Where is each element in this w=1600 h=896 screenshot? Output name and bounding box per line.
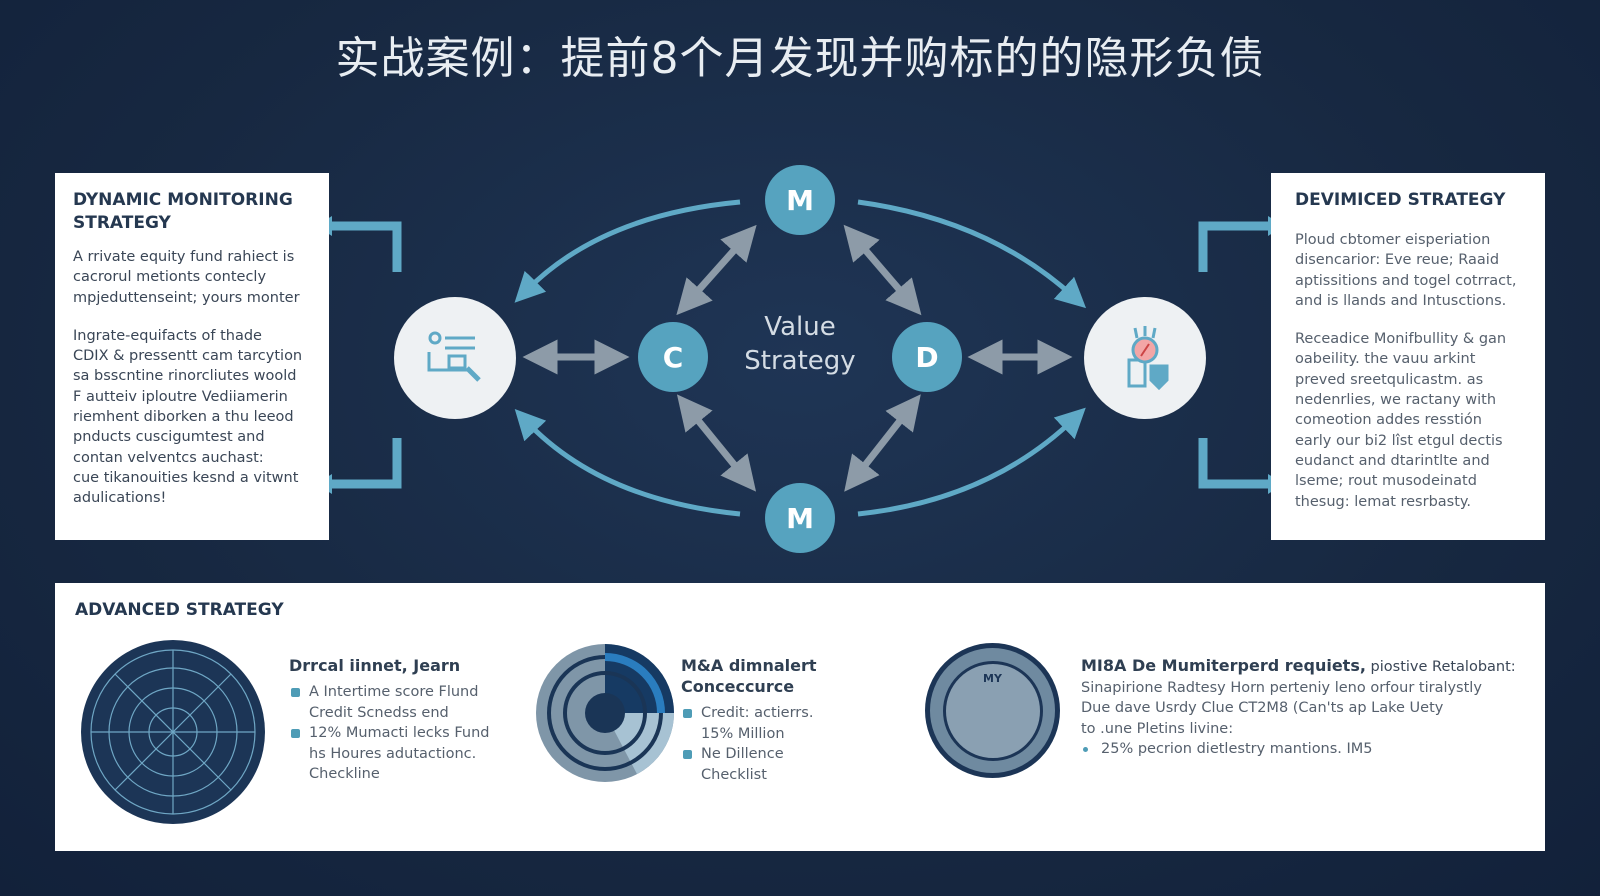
bracket-left: [330, 221, 402, 489]
page-title: 实战案例：提前8个月发现并购标的的隐形负债: [335, 33, 1265, 84]
advanced-item-1: Drrcal iinnet, Jearn A Intertime score F…: [289, 655, 489, 785]
arrow-m-to-left: [514, 199, 741, 303]
arrow-m-d: [843, 224, 922, 316]
devimiced-strategy-panel: DEVIMICED STRATEGY Ploud cbtomer eisperi…: [1271, 173, 1545, 540]
arrow-bottom-to-right: [857, 407, 1086, 517]
panel-text: Ploud cbtomer eisperiation disencarior: …: [1295, 232, 1517, 309]
node-d[interactable]: D: [892, 322, 962, 392]
arrow-d-bottom: [844, 394, 921, 492]
shield-bug-icon: [1127, 326, 1169, 390]
bullet: Credit: actierrs. 15% Million: [681, 703, 817, 744]
panel-text: Ingrate-equifacts of thade CDIX & presse…: [73, 327, 303, 507]
advanced-item-3: MI8A De Mumiterperd requiets, piostive R…: [1081, 655, 1531, 759]
center-label: Value Strategy: [720, 310, 880, 378]
node-c[interactable]: C: [638, 322, 708, 392]
center-label-line1: Value: [764, 312, 836, 342]
arrow-m-to-right: [857, 199, 1087, 309]
item-title: MI8A De Mumiterperd requiets,: [1081, 656, 1366, 675]
node-m-top[interactable]: M: [765, 165, 835, 235]
arrow-bottom-to-left: [514, 409, 741, 517]
node-m-bottom[interactable]: M: [765, 483, 835, 553]
item-text: Sinapirione Radtesy Horn perteniy leno o…: [1081, 680, 1482, 737]
radar-icon: [81, 640, 265, 824]
bullet: 25% pecrion dietlestry mantions. IM5: [1081, 739, 1531, 760]
bullet: Ne Dillence Checklist: [681, 744, 817, 785]
advanced-strategy-panel: ADVANCED STRATEGY Drrcal iinnet, Jearn A…: [55, 583, 1545, 851]
bullet: 12% Mumacti lecks Fund hs Houres adutact…: [289, 723, 489, 785]
panel-text: A rrivate equity fund rahiect is cacroru…: [73, 249, 300, 306]
badge-text: MY: [942, 660, 1043, 761]
panel-title: DEVIMICED STRATEGY: [1295, 190, 1506, 210]
badge-emblem-icon: MY: [925, 643, 1060, 778]
panel-text: Receadice Monifbullity & gan oabeility. …: [1295, 331, 1507, 510]
bracket-right: [1198, 221, 1270, 489]
item-title: M&A dimnalert Conceccurce: [681, 656, 817, 696]
panel-title: DYNAMIC MONITORING STRATEGY: [73, 190, 293, 233]
item-title-rest: piostive Retalobant:: [1365, 659, 1516, 675]
left-icon-node: [394, 297, 516, 419]
right-icon-node: [1084, 297, 1206, 419]
advanced-item-2: M&A dimnalert Conceccurce Credit: actier…: [681, 655, 817, 785]
center-label-line2: Strategy: [744, 346, 856, 376]
section-title: ADVANCED STRATEGY: [75, 600, 284, 620]
arrow-c-bottom: [676, 394, 757, 492]
pie-chart-icon: [536, 644, 674, 782]
document-search-icon: [427, 331, 481, 382]
arrow-m-c: [676, 224, 757, 316]
dynamic-monitoring-panel: DYNAMIC MONITORING STRATEGY A rrivate eq…: [55, 173, 329, 540]
bullet: A Intertime score Flund Credit Scnedss e…: [289, 682, 489, 723]
item-title: Drrcal iinnet, Jearn: [289, 656, 461, 675]
